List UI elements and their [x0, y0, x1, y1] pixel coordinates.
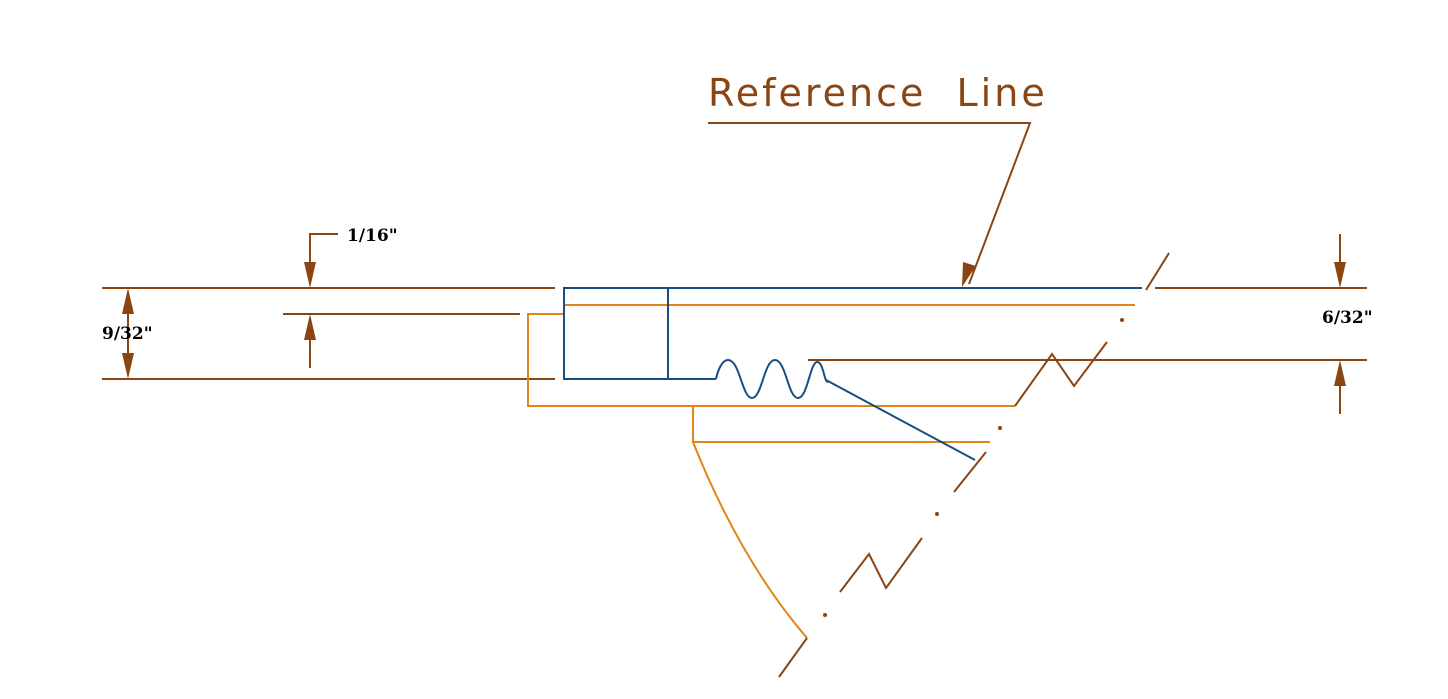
break-dot-4 — [823, 613, 827, 617]
break-line-bottom-tip — [778, 637, 808, 678]
section-outline — [527, 304, 1135, 639]
break-lines — [778, 252, 1170, 678]
outline-inner-step — [692, 406, 990, 443]
left-dimension-group: 1/16" 9/32" — [102, 226, 555, 380]
dim-6-32-label: 6/32" — [1322, 308, 1373, 328]
break-line-lower-zigzag — [839, 537, 923, 593]
body-tail-line — [825, 379, 976, 461]
dim-9-32-arrow-down — [122, 353, 134, 379]
dim-9-32-arrow-up — [122, 288, 134, 314]
break-dot-3 — [935, 512, 939, 516]
reference-line-arrowhead — [962, 262, 976, 287]
right-dimension-group: 6/32" — [808, 234, 1373, 414]
reference-body — [563, 287, 1142, 461]
outline-left-bracket — [527, 313, 1015, 407]
break-line-upper-zigzag — [1014, 341, 1108, 407]
break-dot-1 — [1120, 318, 1124, 322]
dim-6-32-arrow-up — [1334, 360, 1346, 386]
outline-curved-edge — [692, 441, 808, 639]
reference-line-leader — [708, 122, 1032, 285]
dim-1-16-arrow-down — [304, 262, 316, 288]
dim-1-16-leader — [309, 233, 338, 266]
dim-1-16-arrow-up — [304, 314, 316, 340]
break-line-upper-tip — [1145, 252, 1170, 291]
dim-9-32-label: 9/32" — [102, 324, 153, 344]
body-spring-coil — [715, 358, 829, 400]
break-dot-2 — [998, 426, 1002, 430]
reference-line-label: Reference Line — [708, 71, 1048, 115]
reference-line-callout: Reference Line — [708, 71, 1048, 287]
break-line-mid — [953, 451, 987, 493]
dim-1-16-label: 1/16" — [347, 226, 398, 246]
dim-6-32-arrow-down — [1334, 262, 1346, 288]
body-outline — [563, 287, 1142, 380]
